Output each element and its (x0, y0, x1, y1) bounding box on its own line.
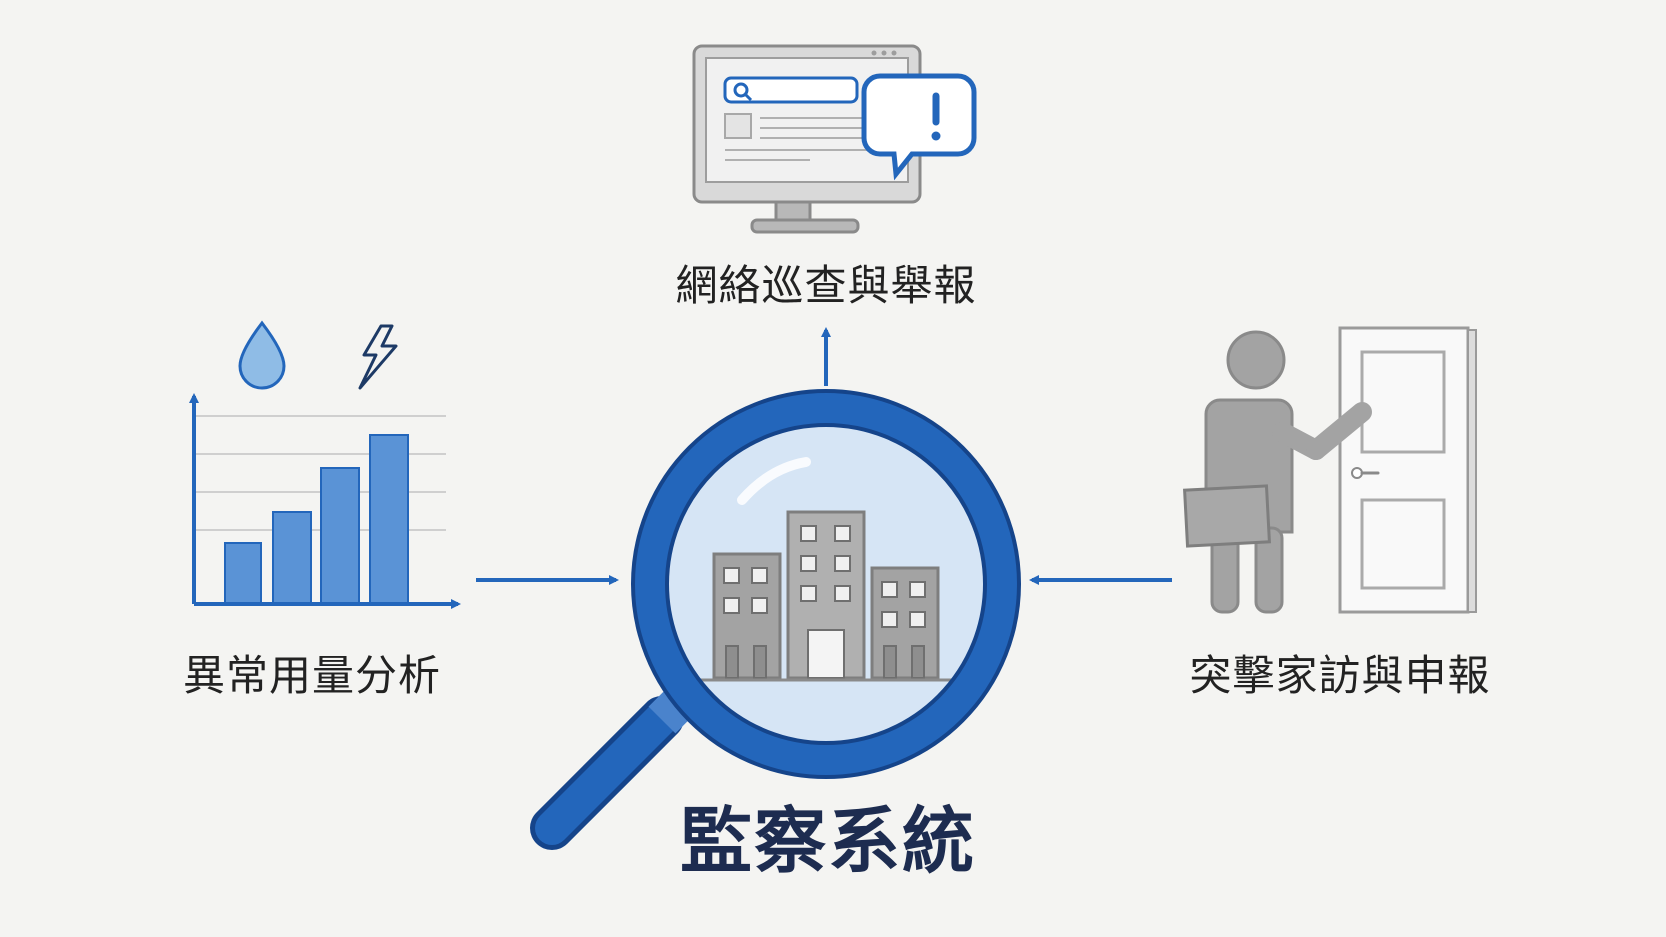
node-label-left: 異常用量分析 (182, 651, 442, 700)
node-label-top: 網絡巡查與舉報 (675, 261, 977, 310)
person-icon (1204, 330, 1372, 614)
door-icon (1338, 326, 1477, 614)
magnifier-buildings-icon (530, 389, 1021, 850)
lightning-icon (358, 324, 398, 390)
alert-bubble-icon (861, 73, 977, 181)
clipboard-icon (1183, 484, 1271, 548)
water-drop-icon (238, 320, 286, 390)
center-title: 監察系統 (679, 799, 977, 883)
node-label-right: 突擊家訪與申報 (1189, 651, 1491, 700)
bar-chart-icon (189, 393, 461, 609)
